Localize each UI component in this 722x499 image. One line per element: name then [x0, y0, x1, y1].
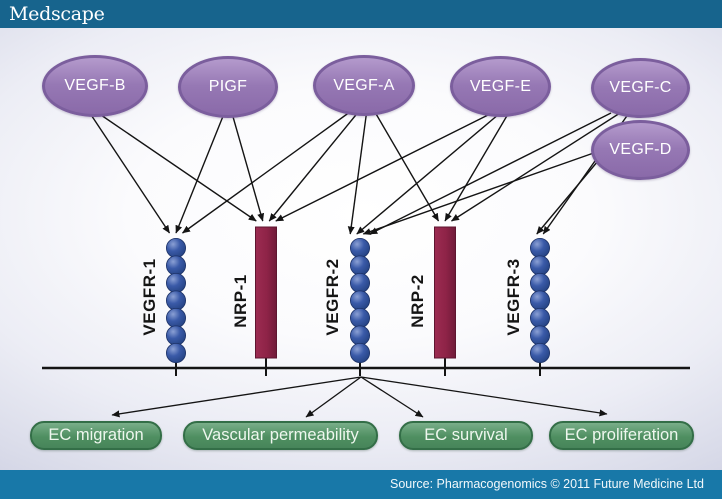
ligand-vegf-b: VEGF-B [42, 55, 148, 117]
ligand-vegf-e-label: VEGF-E [469, 77, 532, 95]
receptor-nrp2-label: NRP-2 [408, 274, 427, 328]
source-credit: Source: Pharmacogenomics © 2011 Future M… [389, 477, 704, 491]
ligand-vegf-d-label: VEGF-D [609, 141, 672, 158]
receptor-vegfr3-label: VEGFR-3 [504, 258, 523, 336]
receptor-nrp1-label: NRP-1 [231, 274, 250, 328]
outcome-ec-survival: EC survival [399, 421, 533, 450]
ligand-pigf: PIGF [178, 56, 278, 118]
ligand-vegf-a: VEGF-A [313, 55, 415, 116]
outcome-ec-proliferation-label: EC proliferation [564, 426, 679, 444]
receptor-vegfr1-label: VEGFR-1 [140, 258, 159, 336]
ligand-vegf-c: VEGF-C [591, 58, 690, 118]
outcome-vascular-permeability-label: Vascular permeability [202, 426, 359, 444]
receptor-vegfr2-label: VEGFR-2 [323, 258, 342, 336]
medscape-logo: Medscape [9, 3, 105, 25]
ligand-vegf-d: VEGF-D [591, 120, 690, 180]
outcome-ec-migration-label: EC migration [48, 426, 144, 444]
outcome-vascular-permeability: Vascular permeability [183, 421, 378, 450]
ligand-pigf-label: PIGF [208, 78, 248, 95]
ligand-vegf-b-label: VEGF-B [64, 77, 126, 94]
outcome-ec-survival-label: EC survival [424, 426, 508, 444]
footer-bar: Source: Pharmacogenomics © 2011 Future M… [0, 470, 722, 499]
top-brand-bar: Medscape [0, 0, 722, 28]
ligand-vegf-e: VEGF-E [450, 56, 551, 117]
outcome-ec-proliferation: EC proliferation [549, 421, 694, 450]
outcome-ec-migration: EC migration [30, 421, 162, 450]
ligand-vegf-c-label: VEGF-C [609, 79, 672, 96]
ligand-vegf-a-label: VEGF-A [333, 76, 395, 94]
